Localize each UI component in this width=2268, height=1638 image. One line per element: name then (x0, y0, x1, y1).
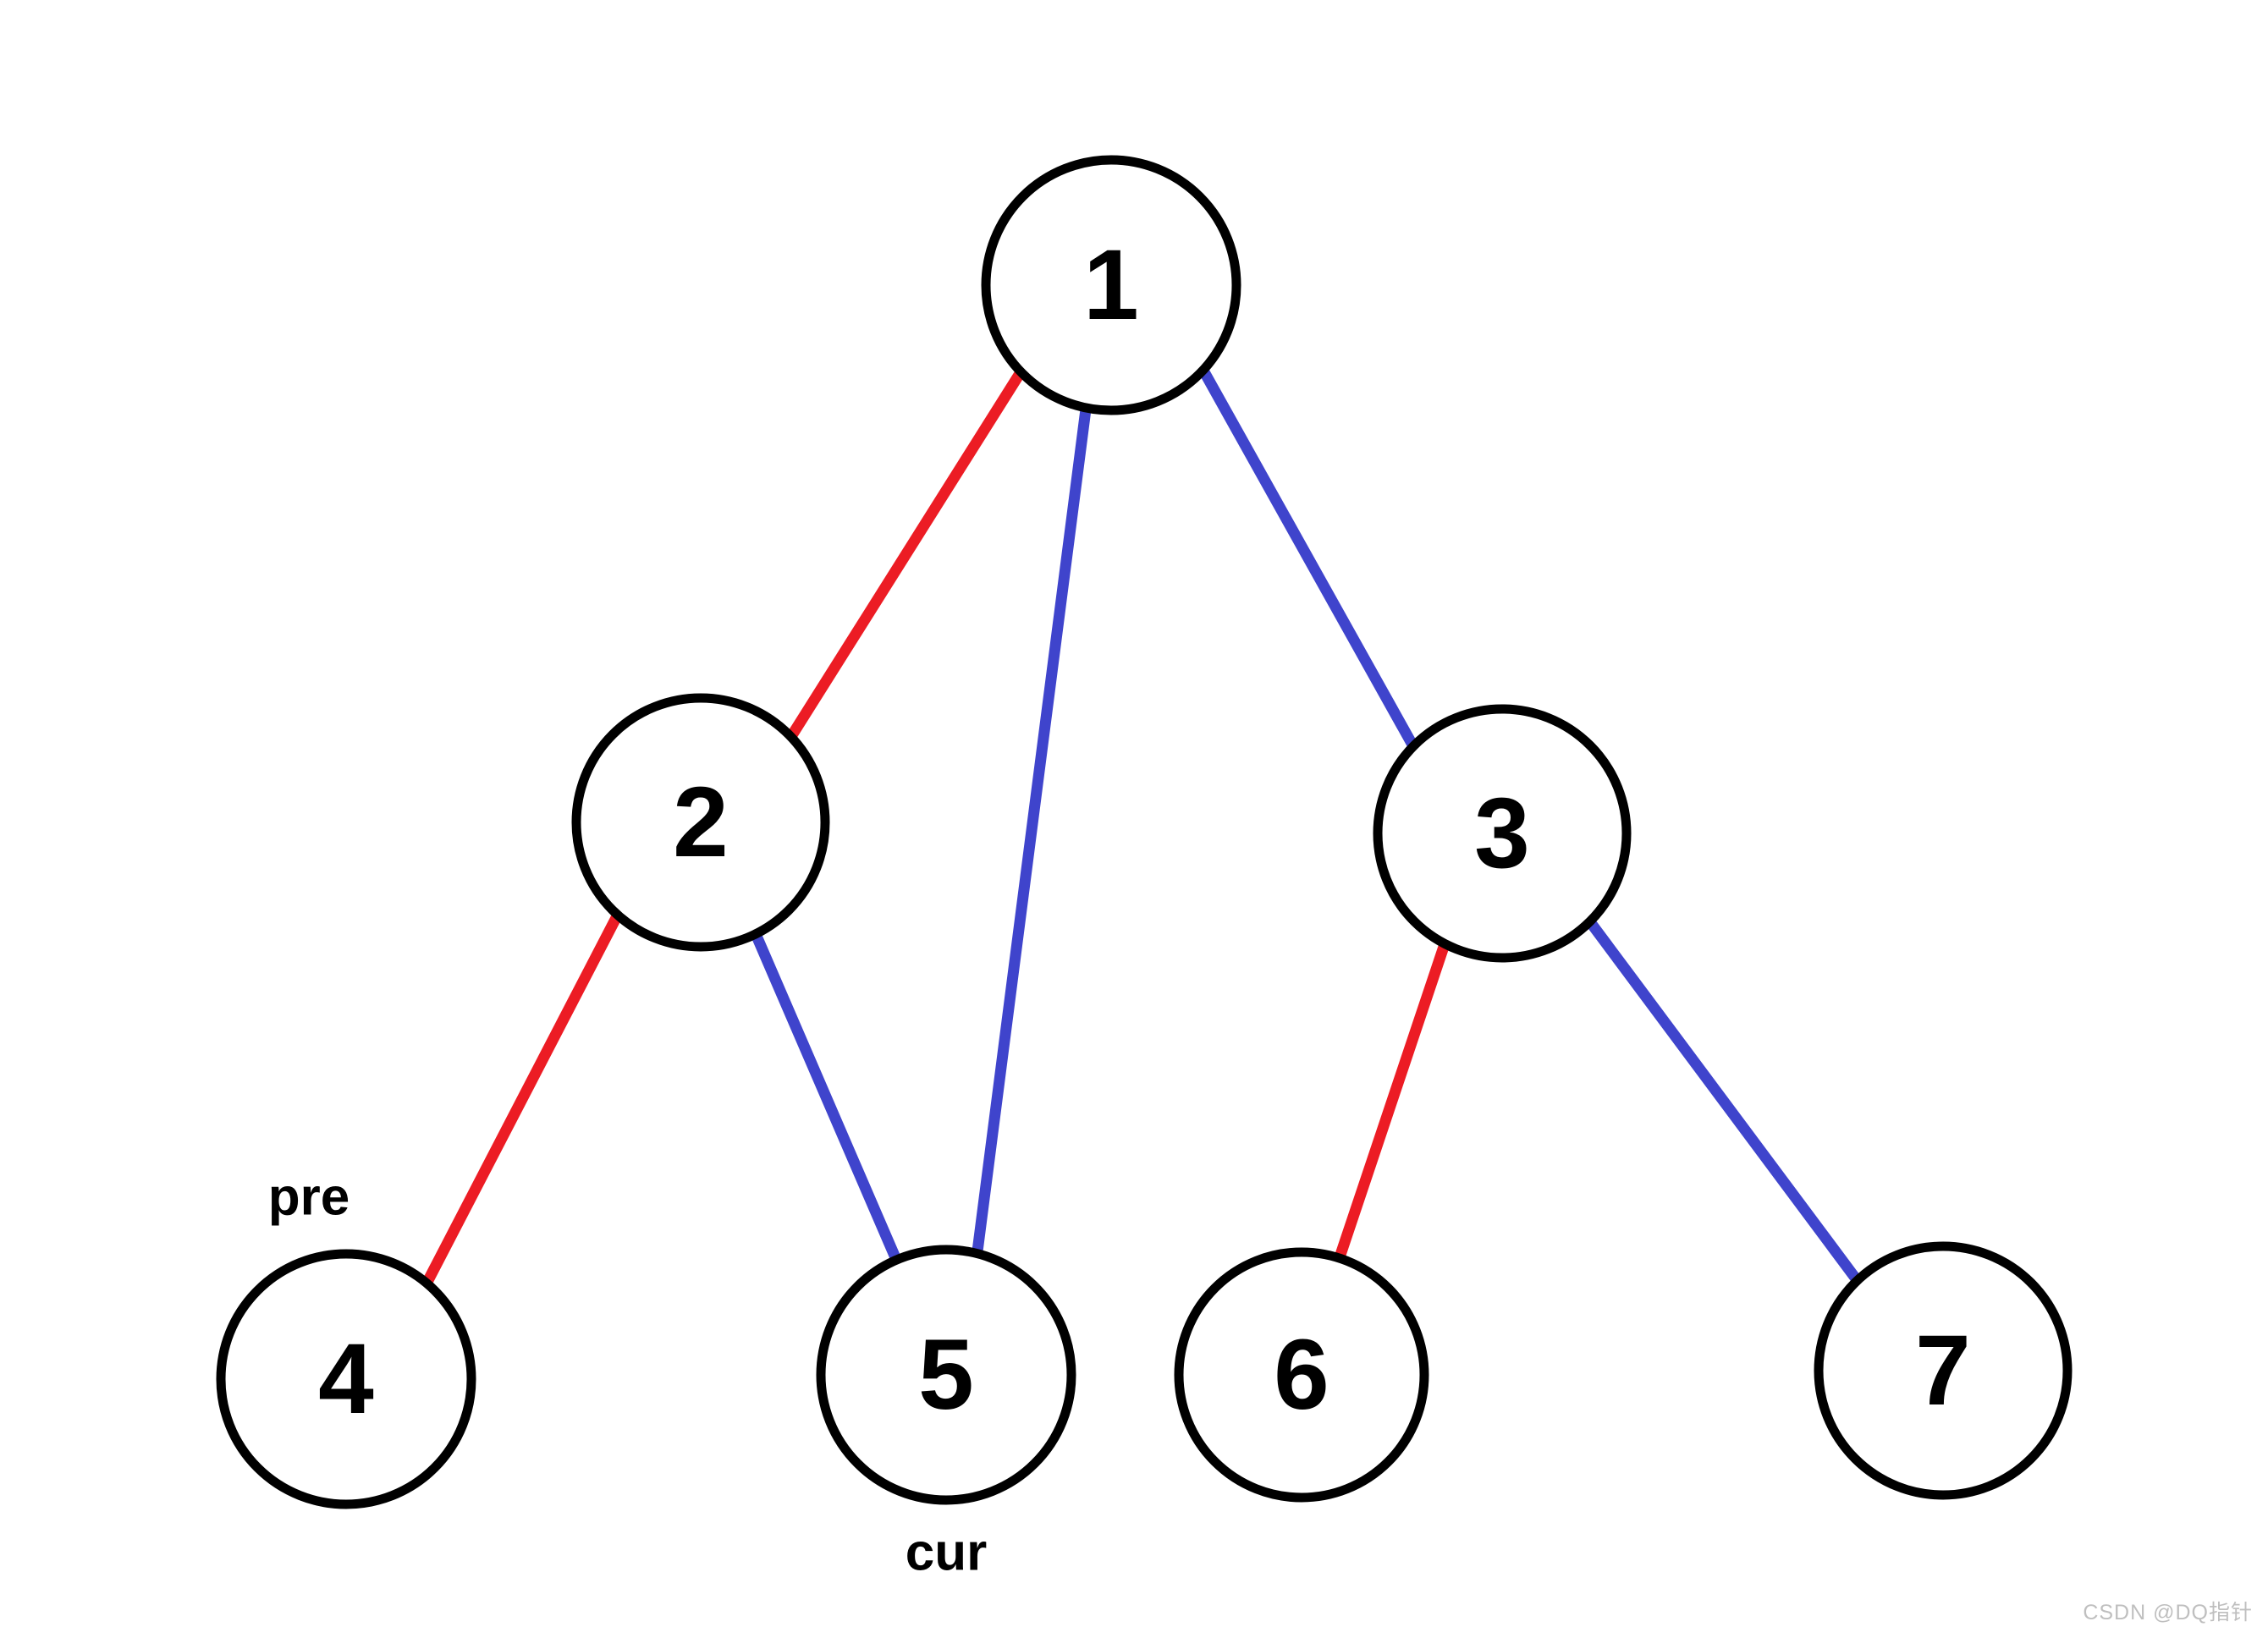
node-label: 7 (1915, 1315, 1971, 1426)
edge-3-to-7 (1585, 917, 1861, 1283)
node-label: 6 (1274, 1319, 1329, 1431)
edge-2-to-5 (750, 928, 903, 1267)
cur-pointer-label: cur (906, 1524, 987, 1582)
edge-group (420, 363, 1861, 1291)
node-label: 3 (1474, 778, 1530, 889)
csdn-watermark: CSDN @DQ指针 (2083, 1601, 2253, 1624)
tree-node-5[interactable]: 5 (816, 1245, 1076, 1505)
edge-1-to-3 (1197, 363, 1419, 752)
edge-1-to-2 (784, 366, 1027, 744)
node-circle[interactable] (1174, 1247, 1429, 1503)
edge-3-to-6 (1334, 936, 1451, 1263)
edge-2-to-4 (420, 909, 624, 1291)
annotation-group: pre cur (268, 1168, 987, 1582)
node-label: 4 (318, 1323, 374, 1435)
node-group: 1 2 3 4 5 6 (216, 155, 2073, 1509)
node-label: 2 (673, 767, 729, 878)
node-label: 1 (1083, 229, 1139, 341)
pre-pointer-label: pre (268, 1168, 350, 1227)
tree-node-2[interactable]: 2 (571, 693, 830, 952)
tree-node-7[interactable]: 7 (1814, 1241, 2073, 1500)
node-circle[interactable] (981, 155, 1241, 415)
node-circle[interactable] (1814, 1241, 2073, 1500)
node-circle[interactable] (216, 1249, 476, 1509)
tree-node-6[interactable]: 6 (1174, 1247, 1429, 1503)
node-label: 5 (918, 1319, 974, 1431)
node-circle[interactable] (1373, 704, 1632, 963)
node-circle[interactable] (816, 1245, 1076, 1505)
tree-node-1[interactable]: 1 (981, 155, 1241, 415)
edge-1-to-5 (972, 404, 1092, 1257)
tree-node-4[interactable]: 4 (216, 1249, 476, 1509)
node-circle[interactable] (571, 693, 830, 952)
tree-node-3[interactable]: 3 (1373, 704, 1632, 963)
